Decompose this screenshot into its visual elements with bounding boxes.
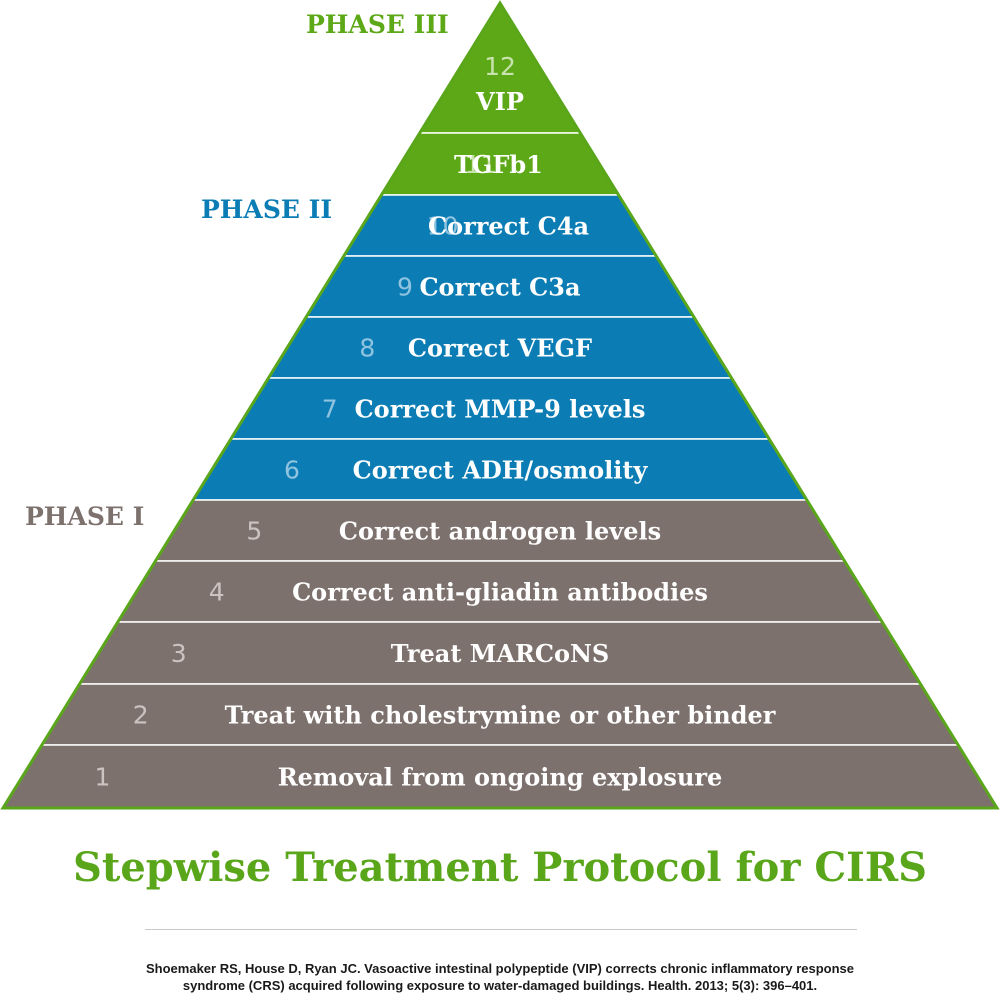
phase-label-phase2: PHASE II — [201, 195, 332, 224]
citation-line-2: syndrome (CRS) acquired following exposu… — [182, 978, 818, 993]
step-number-6: 6 — [284, 456, 300, 485]
step-number-8: 8 — [359, 334, 375, 363]
figure-title: Stepwise Treatment Protocol for CIRS — [72, 844, 928, 891]
pyramid-outline — [0, 0, 1000, 810]
step-label-5: Correct androgen levels — [339, 517, 661, 546]
step-number-9: 9 — [397, 273, 413, 302]
step-label-8: Correct VEGF — [408, 334, 592, 363]
step-number-11: 11 — [465, 150, 497, 179]
divider-line — [145, 929, 857, 930]
step-label-10: Correct C4a — [428, 212, 589, 241]
citation: Shoemaker RS, House D, Ryan JC. Vasoacti… — [100, 960, 900, 994]
step-number-10: 10 — [427, 212, 459, 241]
step-label-7: Correct MMP-9 levels — [355, 395, 646, 424]
citation-line-1: Shoemaker RS, House D, Ryan JC. Vasoacti… — [146, 961, 854, 976]
step-label-12: VIP — [475, 87, 524, 116]
step-label-11: TGFb1 — [454, 150, 543, 179]
step-label-3: Treat MARCoNS — [391, 639, 610, 668]
step-number-12: 12 — [484, 52, 516, 81]
step-label-4: Correct anti-gliadin antibodies — [292, 578, 708, 607]
phase-label-phase1: PHASE I — [25, 502, 144, 531]
step-number-5: 5 — [246, 517, 262, 546]
step-number-3: 3 — [171, 639, 187, 668]
step-label-9: Correct C3a — [419, 273, 580, 302]
step-label-2: Treat with cholestrymine or other binder — [225, 701, 776, 730]
step-number-2: 2 — [133, 701, 149, 730]
step-number-1: 1 — [94, 763, 110, 792]
step-label-6: Correct ADH/osmolity — [353, 456, 649, 485]
step-number-4: 4 — [209, 578, 225, 607]
phase-label-phase3: PHASE III — [306, 10, 449, 39]
step-label-1: Removal from ongoing explosure — [278, 763, 723, 792]
step-number-7: 7 — [322, 395, 338, 424]
